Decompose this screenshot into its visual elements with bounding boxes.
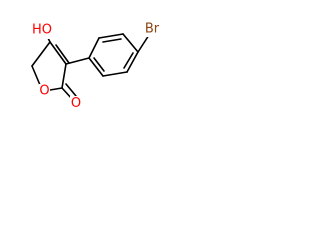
bond-ring-c4-c5 (31, 41, 51, 67)
bromine-label: Br (145, 22, 160, 37)
bond-ring-c4-c3-inner (55, 44, 70, 64)
bond-benzene-4 (126, 51, 139, 73)
bond-benzene-3 (122, 33, 139, 53)
hydroxyl-label: HO (32, 23, 52, 38)
bond-ring-aryl (65, 57, 90, 65)
bond-ring-c2-c3 (61, 63, 67, 89)
bond-ring-c5-o1 (31, 65, 41, 86)
bond-ring-o1-c2 (49, 87, 63, 91)
bond-benzene-2 (98, 33, 124, 39)
hydroxyl-label-bg (30, 22, 56, 39)
bond-benzene-inner-3 (93, 57, 105, 72)
bond-benzene-5 (102, 71, 128, 77)
carbonyl-oxygen-label-bg (70, 96, 82, 111)
bond-benzene-inner-2 (123, 52, 134, 69)
bromine-label-bg (143, 21, 161, 37)
bond-bromine (137, 34, 150, 53)
carbonyl-oxygen-label: O (71, 96, 81, 111)
ring-oxygen-label: O (39, 84, 49, 99)
bond-ring-c4-c3 (49, 41, 67, 65)
bond-carbonyl-2 (65, 83, 77, 97)
ring-oxygen-label-bg (39, 84, 50, 99)
bond-benzene-1 (88, 37, 100, 59)
bond-benzene-6 (88, 57, 104, 77)
bond-benzene-inner-1 (102, 38, 122, 43)
chemical-structure: HO O O Br (30, 21, 161, 111)
